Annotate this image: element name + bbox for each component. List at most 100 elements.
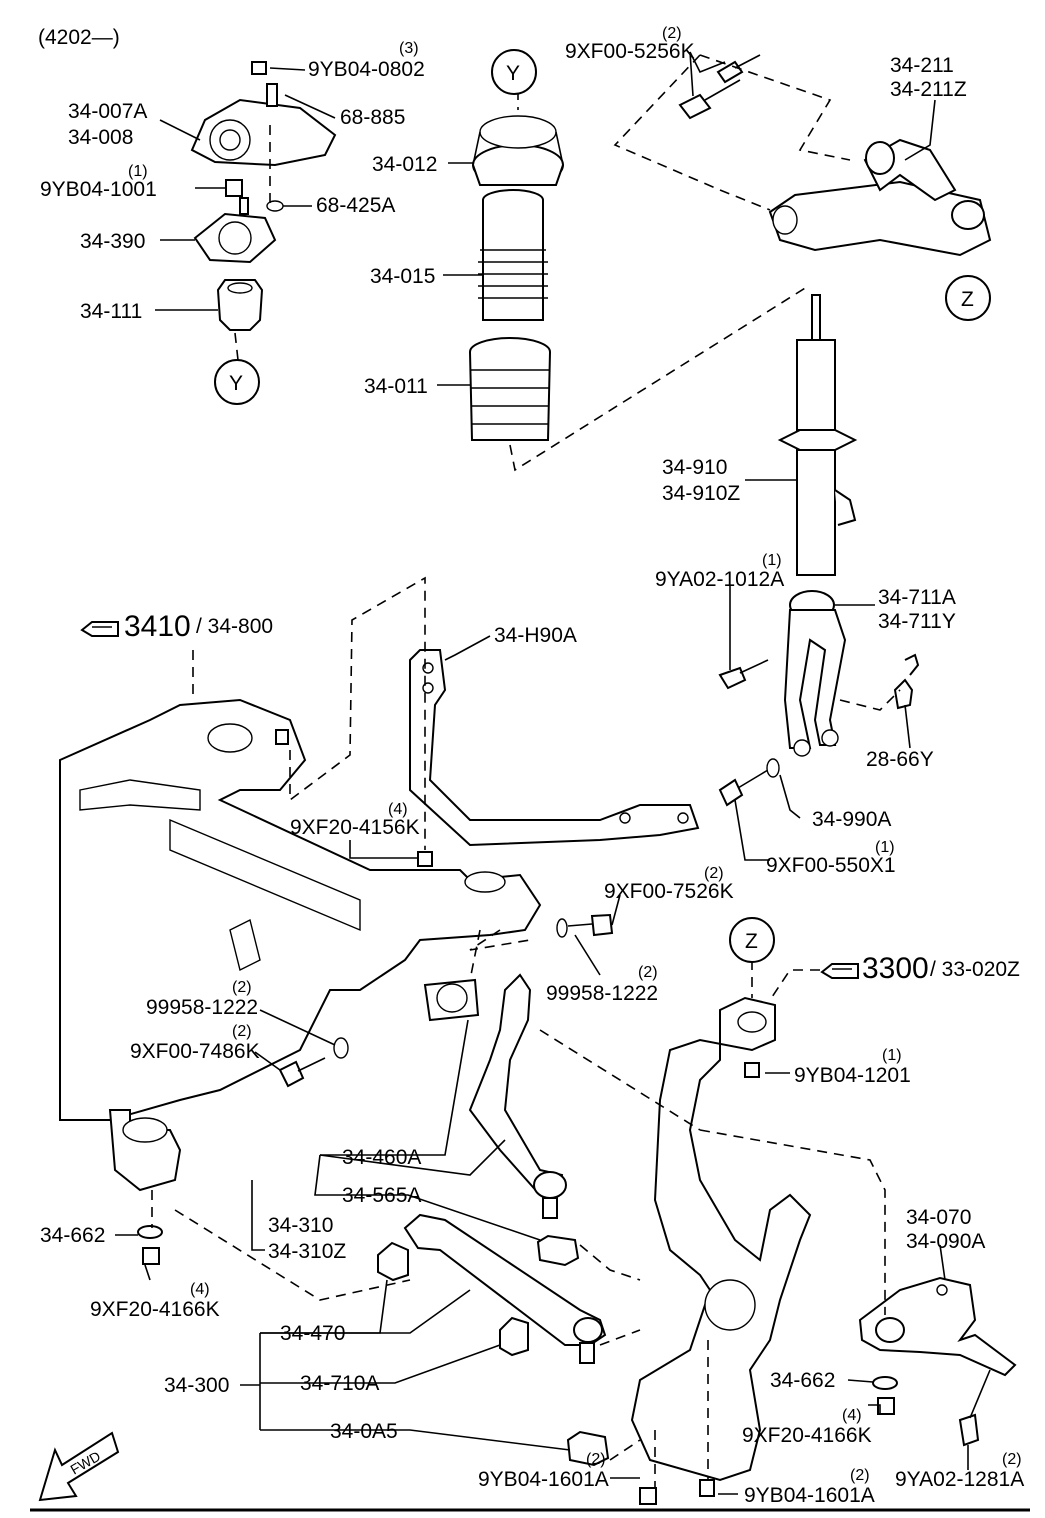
crossmember bbox=[59, 698, 542, 1121]
part-label: (1) bbox=[128, 163, 148, 180]
pointing-hand-icon bbox=[80, 621, 119, 637]
part-label: 34-211Z bbox=[890, 78, 967, 101]
part-label: 68-425A bbox=[316, 194, 395, 217]
part-label: 34-910Z bbox=[662, 482, 740, 505]
part-label: 34-070 bbox=[906, 1206, 971, 1229]
part-label: 9XF20-4156K bbox=[290, 816, 420, 839]
fwd-arrow-icon: FWD bbox=[38, 1431, 120, 1502]
part-label: (1) bbox=[762, 552, 782, 569]
marker-y-left: Y bbox=[214, 359, 260, 405]
part-label: 9YA02-1012A bbox=[655, 568, 784, 591]
part-label: 34-990A bbox=[812, 808, 891, 831]
part-label: (4) bbox=[388, 801, 408, 818]
part-label: 34-662 bbox=[770, 1369, 835, 1392]
part-label: (2) bbox=[662, 25, 682, 42]
part-label: 34-910 bbox=[662, 456, 727, 479]
stabilizer-bar bbox=[409, 649, 700, 867]
marker-z-label: Z bbox=[961, 288, 974, 311]
part-label: (4) bbox=[842, 1407, 862, 1424]
part-label: 34-310 bbox=[268, 1214, 333, 1237]
part-label: 34-460A bbox=[342, 1146, 421, 1169]
part-label: 34-390 bbox=[80, 230, 145, 253]
part-label: (2) bbox=[850, 1467, 870, 1484]
part-label: 9XF00-7486K bbox=[130, 1040, 260, 1063]
ref-3300: 3300 / 33-020Z bbox=[862, 952, 1020, 985]
ref-3410-rest: / 34-800 bbox=[196, 615, 273, 638]
part-label: 9YB04-1601A bbox=[478, 1468, 609, 1491]
part-label: 9XF20-4166K bbox=[742, 1424, 872, 1447]
ref-3300-rest: / 33-020Z bbox=[930, 958, 1020, 981]
marker-y-label: Y bbox=[506, 62, 520, 85]
subframe-mount bbox=[108, 1109, 182, 1265]
leader-lines bbox=[115, 51, 969, 1495]
ref-3300-number: 3300 bbox=[862, 952, 929, 985]
lower-control-arm-front bbox=[377, 1213, 610, 1467]
part-label: 34-012 bbox=[372, 153, 437, 176]
part-label: 34-H90A bbox=[494, 624, 577, 647]
part-label: (1) bbox=[882, 1047, 902, 1064]
part-label: 34-710A bbox=[300, 1372, 379, 1395]
part-label: 99958-1222 bbox=[146, 996, 258, 1019]
part-label: (2) bbox=[638, 964, 658, 981]
marker-z-center: Z bbox=[729, 917, 775, 963]
mount-bushing bbox=[216, 279, 264, 331]
part-label: 9YA02-1281A bbox=[895, 1468, 1024, 1491]
part-label: 9XF00-7526K bbox=[604, 880, 734, 903]
lower-control-arm-rear bbox=[423, 973, 580, 1267]
part-label: 9YB04-0802 bbox=[308, 58, 425, 81]
part-label: 9YB04-1201 bbox=[794, 1064, 911, 1087]
part-label: 34-300 bbox=[164, 1374, 229, 1397]
part-label: 9XF00-550X1 bbox=[766, 854, 896, 877]
knuckle-bracket bbox=[718, 590, 847, 757]
part-label: 9XF00-5256K bbox=[565, 40, 695, 63]
part-label: (2) bbox=[1002, 1451, 1022, 1468]
part-label: (4) bbox=[190, 1281, 210, 1298]
part-label: 34-0A5 bbox=[330, 1420, 398, 1443]
part-label: 34-011 bbox=[364, 375, 428, 398]
part-label: 99958-1222 bbox=[546, 982, 658, 1005]
steering-knuckle bbox=[630, 996, 812, 1505]
ref-3410: 3410 / 34-800 bbox=[124, 610, 273, 643]
ref-3410-number: 3410 bbox=[124, 610, 191, 643]
part-label: (2) bbox=[232, 1023, 252, 1040]
strut-mount bbox=[193, 197, 277, 264]
part-label: 9YB04-1601A bbox=[744, 1484, 875, 1507]
part-label: 34-008 bbox=[68, 126, 133, 149]
assembly-lines bbox=[151, 54, 901, 1488]
part-label: 9XF20-4166K bbox=[90, 1298, 220, 1321]
part-label: 34-090A bbox=[906, 1230, 985, 1253]
bump-stop bbox=[469, 337, 551, 441]
part-label: (2) bbox=[232, 979, 252, 996]
part-label: (2) bbox=[704, 865, 724, 882]
lower-shock-bolt bbox=[718, 758, 780, 807]
pointing-hand-icon bbox=[820, 963, 859, 979]
part-label: 34-015 bbox=[370, 265, 435, 288]
part-label: 28-66Y bbox=[866, 748, 934, 771]
lca-front-bolt bbox=[556, 913, 614, 938]
link-28-66y bbox=[893, 653, 920, 710]
marker-z-right: Z bbox=[945, 275, 991, 321]
part-label: 34-211 bbox=[890, 54, 954, 77]
dust-boot bbox=[478, 189, 548, 321]
part-label: 68-885 bbox=[340, 106, 405, 129]
part-label: (3) bbox=[399, 40, 419, 57]
part-label: 34-711Y bbox=[878, 610, 956, 633]
diagram-code: (4202—) bbox=[38, 26, 120, 49]
part-label: 34-111 bbox=[80, 300, 142, 323]
upper-control-arm bbox=[768, 138, 992, 257]
part-label: (2) bbox=[586, 1451, 606, 1468]
shock-absorber bbox=[777, 294, 858, 576]
part-label: 34-711A bbox=[878, 586, 956, 609]
marker-z-label: Z bbox=[745, 930, 758, 953]
part-labels: (3) 9YB04-0802 68-885 34-007A 34-008 (1)… bbox=[40, 25, 1024, 1507]
lca-rear-bolt bbox=[278, 1037, 349, 1088]
nut-9yb04-1001 bbox=[225, 179, 284, 212]
part-label: 34-662 bbox=[40, 1224, 105, 1247]
upper-arm-bolts bbox=[678, 54, 761, 120]
part-label: 9YB04-1001 bbox=[40, 178, 157, 201]
part-label: 34-007A bbox=[68, 100, 147, 123]
spring-seat bbox=[472, 115, 564, 186]
upper-mount-plate bbox=[190, 61, 337, 167]
part-label: 34-470 bbox=[280, 1322, 345, 1345]
